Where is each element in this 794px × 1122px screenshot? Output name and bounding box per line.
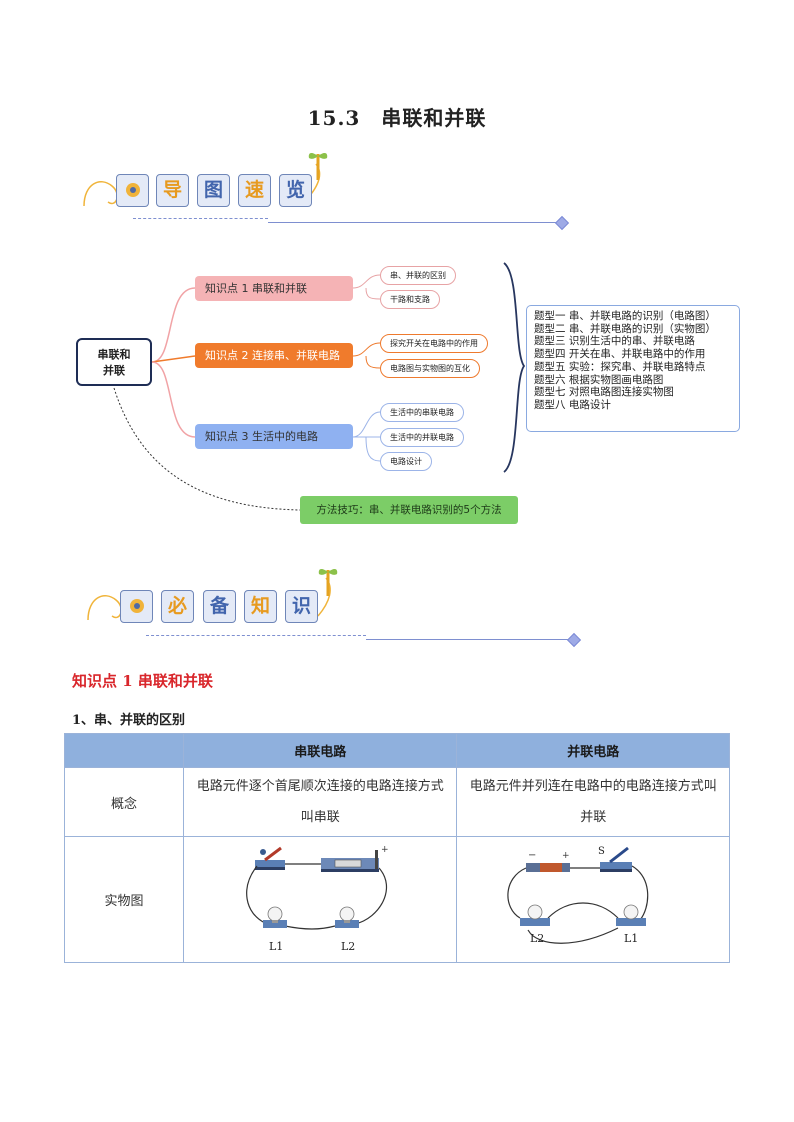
question-type: 题型七 对照电路图连接实物图 xyxy=(534,386,674,399)
switch-icon xyxy=(600,846,633,872)
series-circuit-figure: + L1 L2 xyxy=(182,836,458,963)
leaf-node: 串、并联的区别 xyxy=(380,266,456,285)
section-subheading: 1、串、并联的区别 xyxy=(72,713,186,728)
knowledge-point-3: 知识点 3 生活中的电路 xyxy=(195,424,353,449)
knowledge-point-2: 知识点 2 连接串、并联电路 xyxy=(195,343,353,368)
leaf-node: 电路设计 xyxy=(380,452,432,471)
mindmap-root-node: 串联和 并联 xyxy=(76,338,152,386)
root-line: 串联和 xyxy=(97,348,131,361)
series-circuit-diagram: + L1 L2 xyxy=(246,845,389,953)
row-label: 实物图 xyxy=(64,836,184,963)
battery-icon xyxy=(526,862,571,872)
bulb-label: L1 xyxy=(269,940,283,953)
battery-minus-label: − xyxy=(528,850,536,861)
leaf-node: 电路图与实物图的互化 xyxy=(380,359,480,378)
parallel-circuit-diagram: − + S xyxy=(507,846,649,945)
bulb-icon xyxy=(335,906,360,928)
bulb-label: L2 xyxy=(530,932,544,945)
bullet-icon xyxy=(129,599,144,613)
parallel-circuit-figure: − + S xyxy=(456,836,730,963)
series-concept: 电路元件逐个首尾顺次连接的电路连接方式叫串联 xyxy=(182,767,458,837)
banner-tile: 知 xyxy=(244,590,277,623)
bulb-icon xyxy=(520,904,551,926)
battery-plus-label: + xyxy=(562,851,570,861)
leaf-node: 干路和支路 xyxy=(380,290,440,309)
switch-label: S xyxy=(598,846,605,857)
battery-icon xyxy=(321,849,380,872)
leaf-node: 生活中的并联电路 xyxy=(380,428,464,447)
method-tip: 方法技巧：串、并联电路识别的5个方法 xyxy=(300,496,518,524)
page-title: 15.3 串联和并联 xyxy=(307,106,487,130)
bulb-icon xyxy=(616,904,647,926)
question-type: 题型一 串、并联电路的识别（电路图） xyxy=(534,310,716,322)
banner-tile: 备 xyxy=(203,590,236,623)
battery-plus-label: + xyxy=(381,845,389,855)
table-row: 实物图 + xyxy=(64,836,730,963)
question-type: 题型六 根据实物图画电路图 xyxy=(534,373,664,386)
switch-icon xyxy=(255,846,286,870)
banner-tile: 导 xyxy=(156,174,189,207)
banner-divider xyxy=(133,218,268,219)
row-label: 概念 xyxy=(64,767,184,837)
leaf-node: 生活中的串联电路 xyxy=(380,403,464,422)
banner-bullet-tile xyxy=(116,174,149,207)
banner-divider xyxy=(268,222,558,223)
table-header-cell xyxy=(64,733,184,768)
question-type: 题型四 开关在串、并联电路中的作用 xyxy=(534,348,706,361)
parallel-concept: 电路元件并列连在电路中的电路连接方式叫并联 xyxy=(456,767,730,837)
mindmap-connectors xyxy=(113,262,526,511)
bulb-label: L1 xyxy=(624,932,638,945)
bulb-label: L2 xyxy=(341,940,355,953)
leaf-node: 探究开关在电路中的作用 xyxy=(380,334,488,353)
question-type: 题型五 实验：探究串、并联电路特点 xyxy=(534,360,706,373)
banner-tile: 识 xyxy=(285,590,318,623)
comparison-table: 串联电路 并联电路 概念 电路元件逐个首尾顺次连接的电路连接方式叫串联 电路元件… xyxy=(64,733,730,963)
sprout-icon xyxy=(318,568,338,596)
diamond-icon xyxy=(566,632,582,648)
question-type: 题型三 识别生活中的串、并联电路 xyxy=(534,335,695,348)
sprout-icon xyxy=(308,152,328,180)
bulb-icon xyxy=(263,906,288,928)
question-type: 题型八 电路设计 xyxy=(534,398,611,411)
banner-tile: 必 xyxy=(161,590,194,623)
question-types-box: 题型一 串、并联电路的识别（电路图） 题型二 串、并联电路的识别（实物图） 题型… xyxy=(526,305,740,432)
section-heading: 知识点 1 串联和并联 xyxy=(72,672,213,690)
banner-tile: 图 xyxy=(197,174,230,207)
table-header-row: 串联电路 并联电路 xyxy=(64,733,730,768)
banner-divider xyxy=(366,639,570,640)
table-header-cell: 并联电路 xyxy=(456,733,730,768)
banner-bullet-tile xyxy=(120,590,153,623)
banner-tile: 速 xyxy=(238,174,271,207)
table-row: 概念 电路元件逐个首尾顺次连接的电路连接方式叫串联 电路元件并列连在电路中的电路… xyxy=(64,767,730,837)
table-header-cell: 串联电路 xyxy=(182,733,458,768)
root-line: 并联 xyxy=(103,364,125,377)
banner-tile: 览 xyxy=(279,174,312,207)
bullet-icon xyxy=(125,183,140,197)
knowledge-point-1: 知识点 1 串联和并联 xyxy=(195,276,353,301)
banner-divider xyxy=(146,635,366,636)
question-type: 题型二 串、并联电路的识别（实物图） xyxy=(534,322,716,335)
